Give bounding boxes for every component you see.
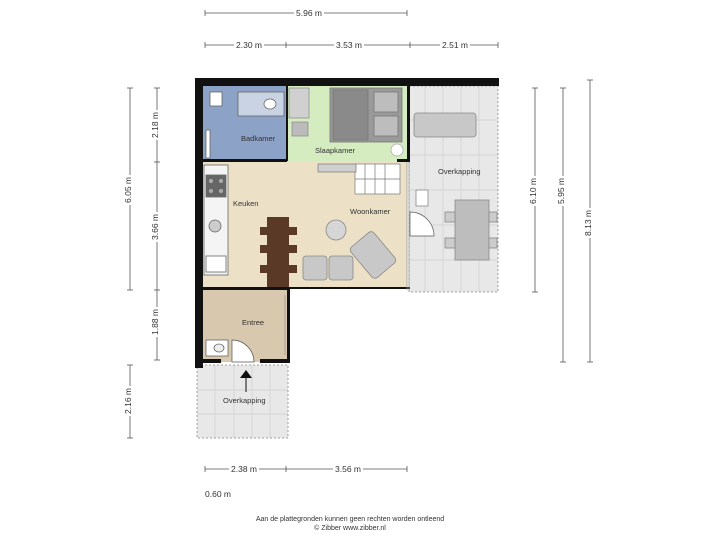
room-label-badkamer: Badkamer: [241, 134, 276, 143]
dim-right-2: 5.95 m: [556, 176, 566, 206]
staircase: [317, 163, 401, 195]
walls: [195, 78, 499, 368]
dim-bottom-1: 2.38 m: [229, 464, 259, 474]
terrace-bottom: [196, 364, 289, 439]
dim-top-3: 2.51 m: [440, 40, 470, 50]
terrace-furniture: [413, 112, 498, 261]
room-label-keuken: Keuken: [233, 199, 259, 208]
dim-bottom-2: 3.56 m: [333, 464, 363, 474]
toilet: [205, 339, 229, 357]
dim-left-3: 1.88 m: [150, 307, 160, 337]
living-furniture: [302, 219, 397, 281]
room-label-woonkamer: Woonkamer: [350, 207, 391, 216]
footer-disclaimer: Aan de plattegronden kunnen geen rechten…: [255, 516, 445, 523]
room-label-slaapkamer: Slaapkamer: [315, 146, 356, 155]
dim-right-3: 8.13 m: [583, 208, 593, 238]
bedside-table: [291, 121, 309, 137]
dim-top-total: 5.96 m: [294, 8, 324, 18]
footer-credit: © Zibber www.zibber.nl: [314, 525, 386, 532]
entrance-arrow-icon: [240, 370, 252, 378]
plant-icon: [390, 143, 404, 157]
dim-right-1: 6.10 m: [528, 176, 538, 206]
dim-left-2: 3.66 m: [150, 212, 160, 242]
wardrobe: [288, 87, 310, 119]
room-label-entree: Entree: [242, 318, 265, 327]
windows: [284, 162, 410, 355]
dim-left-porch: 2.16 m: [123, 386, 133, 416]
dining-table: [260, 217, 297, 287]
kitchen-counter: [203, 164, 229, 276]
bed: [329, 87, 403, 143]
door-swings: [231, 211, 435, 363]
bathroom-fixtures: [205, 91, 285, 159]
dim-left-total: 6.05 m: [123, 175, 133, 205]
room-label-overkapping-right: Overkapping: [438, 167, 481, 176]
dim-top-2: 3.53 m: [334, 40, 364, 50]
dim-bottom-3: 0.60 m: [203, 489, 233, 499]
room-label-overkapping-bottom: Overkapping: [223, 396, 266, 405]
dim-left-1: 2.18 m: [150, 110, 160, 140]
dim-top-1: 2.30 m: [234, 40, 264, 50]
